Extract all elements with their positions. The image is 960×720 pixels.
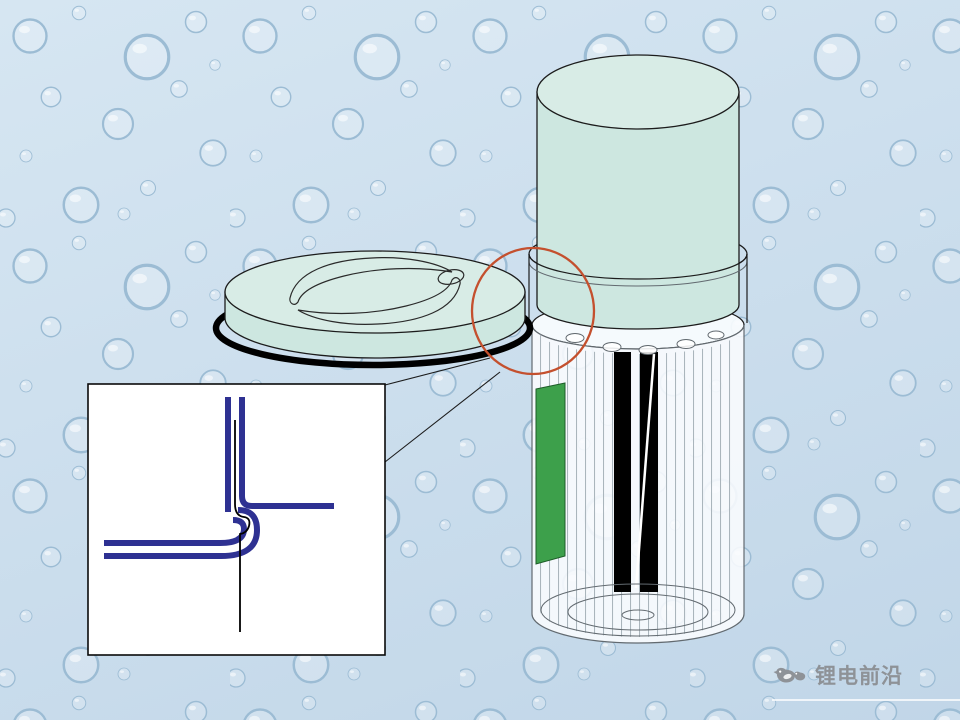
- can-rim-front-inner: [528, 261, 748, 287]
- callout-line-bottom: [384, 371, 501, 463]
- top-cylinder: [536, 54, 740, 330]
- watermark-label: 锂电前沿: [815, 664, 903, 688]
- birds-logo-icon: [773, 667, 806, 683]
- can-bottom-rings: [540, 583, 736, 637]
- electrode-stripes: [614, 352, 658, 592]
- watermark-underline: [772, 699, 960, 701]
- green-tab: [535, 382, 566, 565]
- callout-line-top: [384, 357, 491, 386]
- can-wall-outer-line: [104, 507, 261, 559]
- cap-vent-swirl: [289, 257, 465, 325]
- jelly-roll: [540, 333, 736, 637]
- can-wall-inner-line: [104, 517, 248, 546]
- gasket-section-line: [234, 420, 251, 632]
- cap-plate-line: [239, 397, 334, 509]
- crimp-section-lines: [104, 397, 334, 559]
- cap-assembly: [212, 250, 534, 369]
- crimp-highlight-circle: [470, 246, 596, 376]
- vent-holes: [565, 330, 725, 355]
- can-rim-front: [528, 253, 748, 280]
- cap-top: [224, 250, 526, 334]
- crimp-detail-inset: [87, 383, 386, 656]
- battery-cell: [528, 54, 748, 644]
- watermark: 锂电前沿: [772, 660, 903, 690]
